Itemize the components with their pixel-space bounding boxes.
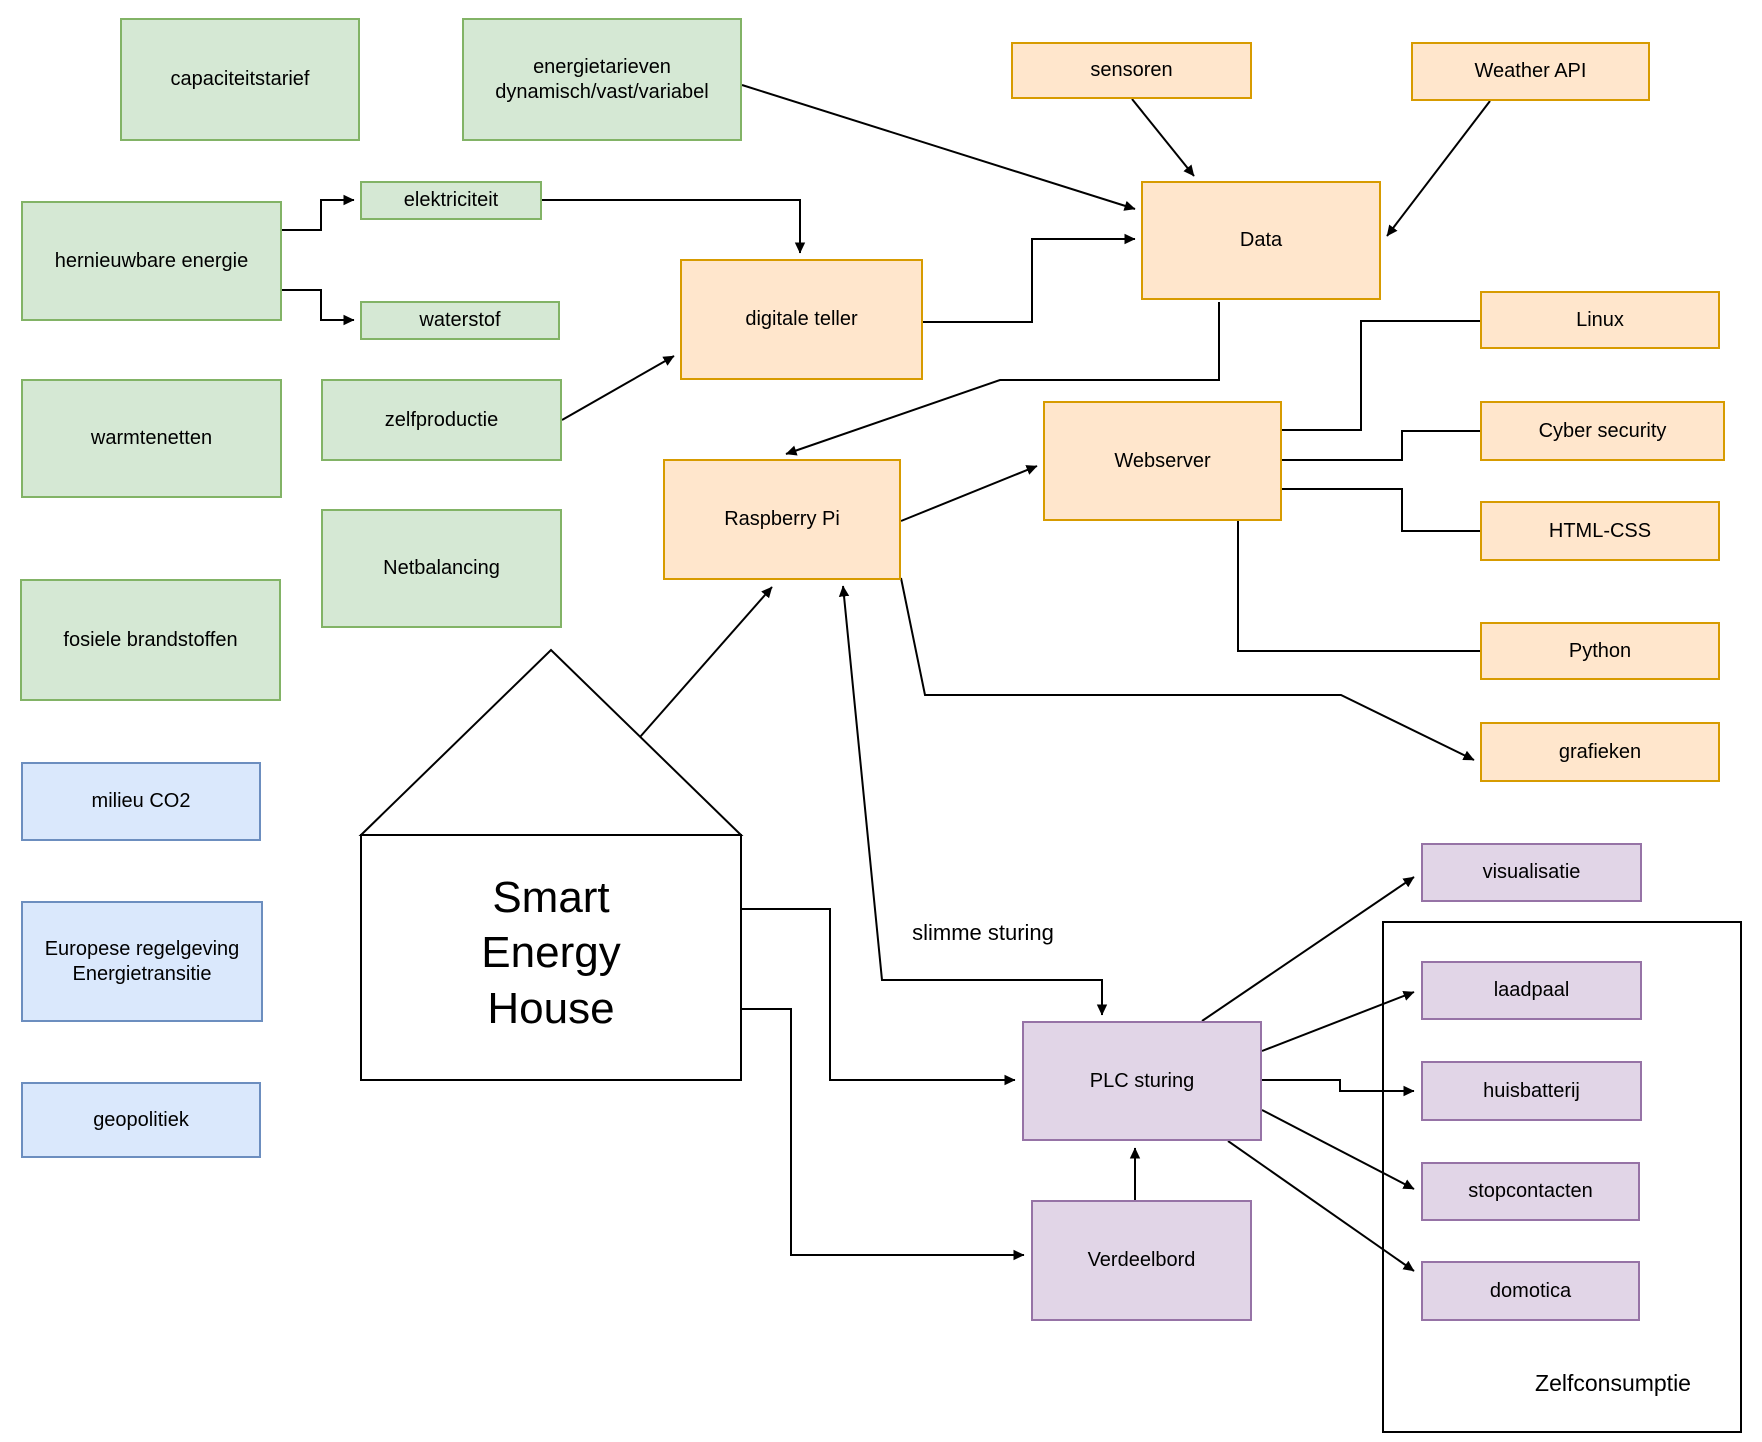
edge-energietarieven-data [741,84,1136,211]
edge-plc-laadpaal [1261,990,1415,1052]
house-shape [358,648,744,1081]
node-verdeelbord[interactable]: Verdeelbord [1031,1200,1252,1321]
edge-webserver-linux [1282,320,1480,431]
edge-hernieuwbare-elektriciteit [282,194,355,231]
edge-label-slimme-sturing: slimme sturing [912,920,1054,945]
zelfconsumptie-label: Zelfconsumptie [1535,1370,1691,1396]
edge-hernieuwbare-waterstof [282,289,355,326]
node-milieu-co2[interactable]: milieu CO2 [21,762,261,841]
edge-house-plc-sturing [741,908,1016,1086]
node-domotica[interactable]: domotica [1421,1261,1640,1321]
node-data[interactable]: Data [1141,181,1381,300]
node-elektriciteit[interactable]: elektriciteit [360,181,542,220]
node-digitale-teller[interactable]: digitale teller [680,259,923,380]
edge-raspberry-pi-grafieken [900,577,1475,761]
node-europese-regelgeving[interactable]: Europese regelgeving Energietransitie [21,901,263,1022]
node-linux[interactable]: Linux [1480,291,1720,349]
node-capaciteitstarief[interactable]: capaciteitstarief [120,18,360,141]
node-cyber-security[interactable]: Cyber security [1480,401,1725,461]
node-fosiele-brandstoffen[interactable]: fosiele brandstoffen [20,579,281,701]
node-warmtenetten[interactable]: warmtenetten [21,379,282,498]
node-geopolitiek[interactable]: geopolitiek [21,1082,261,1158]
edge-plc-domotica [1227,1140,1415,1272]
edge-elektriciteit-digitale-teller [542,199,806,254]
node-energietarieven[interactable]: energietarieven dynamisch/vast/variabel [462,18,742,141]
node-laadpaal[interactable]: laadpaal [1421,961,1642,1020]
edge-house-verdeelbord [741,1008,1025,1261]
node-python[interactable]: Python [1480,622,1720,680]
node-netbalancing[interactable]: Netbalancing [321,509,562,628]
node-weather-api[interactable]: Weather API [1411,42,1650,101]
edge-data-raspberry-pi [785,302,1220,456]
edge-digitale-teller-data [923,233,1136,323]
node-html-css[interactable]: HTML-CSS [1480,501,1720,561]
edge-zelfproductie-digitale-teller [561,355,675,421]
edge-webserver-html-css [1282,488,1480,532]
edge-slimme-sturing [838,585,1108,1016]
node-webserver[interactable]: Webserver [1043,401,1282,521]
node-zelfproductie[interactable]: zelfproductie [321,379,562,461]
edge-webserver-python [1237,521,1480,652]
node-visualisatie[interactable]: visualisatie [1421,843,1642,902]
node-plc-sturing[interactable]: PLC sturing [1022,1021,1262,1141]
edge-plc-stopcontacten [1261,1109,1415,1190]
house-title: Smart Energy House [481,873,621,1033]
node-hernieuwbare-energie[interactable]: hernieuwbare energie [21,201,282,321]
edge-plc-huisbatterij [1262,1079,1415,1097]
node-stopcontacten[interactable]: stopcontacten [1421,1162,1640,1221]
node-raspberry-pi[interactable]: Raspberry Pi [663,459,901,580]
edge-raspberry-pi-webserver [900,465,1038,522]
node-huisbatterij[interactable]: huisbatterij [1421,1061,1642,1121]
edge-sensoren-data [1131,98,1195,177]
node-sensoren[interactable]: sensoren [1011,42,1252,99]
node-grafieken[interactable]: grafieken [1480,722,1720,782]
node-waterstof[interactable]: waterstof [360,301,560,340]
edge-house-raspberry-pi [639,586,773,738]
edge-webserver-cyber-security [1282,430,1480,461]
edge-plc-visualisatie [1201,876,1415,1022]
edge-weather-api-data [1386,100,1491,237]
